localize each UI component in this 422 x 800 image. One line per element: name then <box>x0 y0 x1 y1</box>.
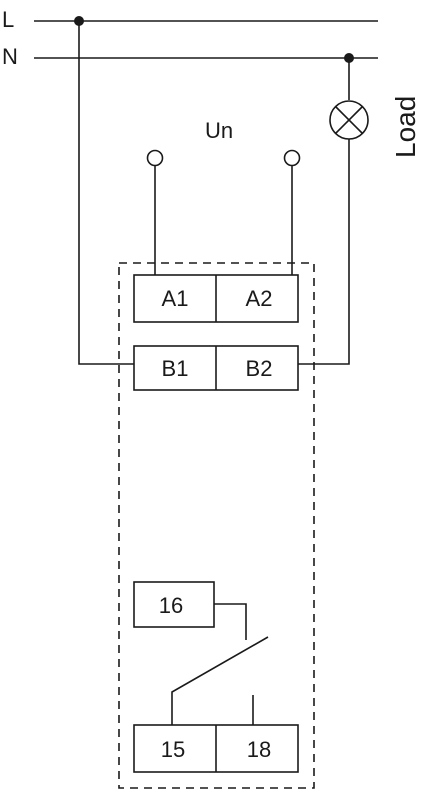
switch-contact <box>171 636 269 725</box>
terminal-b2: B2 <box>246 356 273 381</box>
terminal-18: 18 <box>247 737 271 762</box>
line-label-l: L <box>2 7 14 32</box>
supply-terminal-right <box>283 149 301 167</box>
load-label: Load <box>390 96 421 158</box>
supply-terminal-left <box>146 149 164 167</box>
wire-load-to-b2 <box>298 139 350 365</box>
contact-16-lead <box>214 603 247 640</box>
terminal-block-a <box>133 274 299 323</box>
supply-label: Un <box>205 118 233 143</box>
lamp-icon <box>329 100 369 140</box>
terminal-a1: A1 <box>162 286 189 311</box>
wire-l-to-b1 <box>78 21 134 365</box>
terminal-16: 16 <box>159 593 183 618</box>
terminal-a2: A2 <box>246 286 273 311</box>
terminal-15: 15 <box>161 737 185 762</box>
terminal-block-b <box>133 345 299 391</box>
line-label-n: N <box>2 44 18 69</box>
terminal-block-15-18 <box>133 724 299 773</box>
terminal-box-16 <box>133 581 215 628</box>
device-enclosure <box>118 262 315 789</box>
terminal-b1: B1 <box>162 356 189 381</box>
